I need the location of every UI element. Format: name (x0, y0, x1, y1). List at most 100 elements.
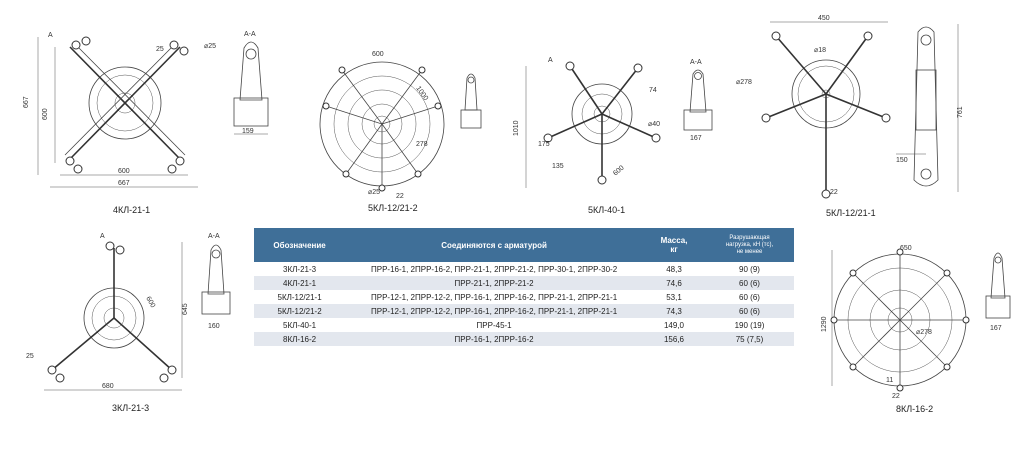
header-load-line3: не менее (736, 248, 763, 255)
section-5kl-12-21-2-a-a (456, 66, 486, 136)
dim-22: 22 (892, 393, 900, 400)
cell-designation: 3КЛ-21-3 (254, 262, 346, 276)
dim-167: 167 (690, 135, 702, 142)
section-4kl-a-a: A-A 159 (226, 30, 276, 140)
dim-650: 650 (900, 245, 912, 252)
header-breaking-load: Разрушающая нагрузка, кН (тс), не менее (705, 228, 794, 262)
dim-450: 450 (818, 15, 830, 22)
dim-22: 22 (396, 193, 404, 200)
dim-600-horizontal: 600 (118, 168, 130, 175)
dim-667-vertical: 667 (23, 96, 30, 108)
drawing-5kl-40-1: 1010 A 74 ⌀40 175 135 600 (512, 52, 672, 200)
dim-667-horizontal: 667 (118, 180, 130, 187)
cell-load: 75 (7,5) (705, 332, 794, 346)
table-row: 5КЛ-12/21-1 ПРР-12-1, 2ПРР-12-2, ПРР-16-… (254, 290, 794, 304)
dim-dia-18: ⌀18 (814, 47, 826, 54)
header-mass: Масса, кг (643, 228, 705, 262)
section-5kl-40-1-a-a: A-A 167 (678, 58, 718, 144)
caption-5kl-12-21-2: 5КЛ-12/21-2 (368, 203, 418, 213)
dim-dia-278: ⌀278 (736, 79, 752, 86)
section-8kl-16-2: 167 (982, 244, 1014, 334)
section-mark-a: A (100, 233, 105, 240)
dim-1000-radius: 1000 (414, 85, 429, 102)
dim-600-top: 600 (372, 51, 384, 58)
cell-load: 60 (6) (705, 276, 794, 290)
cell-mass: 156,6 (643, 332, 705, 346)
dim-1290: 1290 (821, 316, 828, 332)
header-mass-label: Масса, (660, 236, 688, 245)
cell-load: 90 (9) (705, 262, 794, 276)
dim-645: 645 (182, 303, 189, 315)
drawing-5kl-12-21-2: 600 1000 278 ⌀25 22 (312, 48, 452, 200)
table-row: 3КЛ-21-3 ПРР-16-1, 2ПРР-16-2, ПРР-21-1, … (254, 262, 794, 276)
drawing-8kl-16-2: 650 1290 ⌀278 11 22 (820, 236, 980, 402)
cell-mass: 48,3 (643, 262, 705, 276)
dim-74: 74 (649, 87, 657, 94)
header-fittings: Соединяются с арматурой (345, 228, 644, 262)
dim-22: 22 (830, 189, 838, 196)
cell-fittings: ПРР-12-1, 2ПРР-12-2, ПРР-16-1, 2ПРР-16-2… (345, 290, 644, 304)
dim-dia-25: ⌀25 (368, 189, 380, 196)
caption-5kl-40-1: 5КЛ-40-1 (588, 205, 626, 215)
section-mark-a: A (48, 32, 53, 39)
header-designation: Обозначение (254, 228, 346, 262)
section-3kl-21-3-a-a: A-A 160 (196, 232, 236, 332)
header-load-line1: Разрушающая (729, 234, 770, 241)
drawing-3kl-21-3: A 645 600 25 680 (22, 228, 194, 398)
cell-designation: 5КЛ-12/21-1 (254, 290, 346, 304)
table-row: 8КЛ-16-2 ПРР-16-1, 2ПРР-16-2 156,6 75 (7… (254, 332, 794, 346)
table-row: 5КЛ-40-1 ПРР-45-1 149,0 190 (19) (254, 318, 794, 332)
dim-761: 761 (957, 106, 964, 118)
dim-11: 11 (886, 377, 893, 384)
dim-175: 175 (538, 141, 550, 148)
cell-designation: 4КЛ-21-1 (254, 276, 346, 290)
dim-25: 25 (156, 46, 164, 53)
dim-dia-278: ⌀278 (916, 329, 932, 336)
caption-8kl-16-2: 8КЛ-16-2 (896, 404, 934, 414)
dim-dia-40: ⌀40 (648, 121, 660, 128)
caption-4kl-21-1: 4КЛ-21-1 (113, 205, 151, 215)
cell-load: 190 (19) (705, 318, 794, 332)
cell-designation: 5КЛ-12/21-2 (254, 304, 346, 318)
cell-load: 60 (6) (705, 304, 794, 318)
cell-mass: 53,1 (643, 290, 705, 304)
header-load-line2: нагрузка, кН (тс), (725, 241, 774, 248)
cell-designation: 8КЛ-16-2 (254, 332, 346, 346)
cell-fittings: ПРР-45-1 (345, 318, 644, 332)
caption-3kl-21-3: 3КЛ-21-3 (112, 403, 150, 413)
cell-fittings: ПРР-16-1, 2ПРР-16-2 (345, 332, 644, 346)
dim-600-diag: 600 (144, 296, 156, 310)
drawing-4kl-21-1: 667 600 A 25 ⌀25 600 667 (20, 25, 220, 197)
caption-5kl-12-21-1: 5КЛ-12/21-1 (826, 208, 876, 218)
cell-fittings: ПРР-21-1, 2ПРР-21-2 (345, 276, 644, 290)
dim-1010: 1010 (513, 120, 520, 136)
table-header-row: Обозначение Соединяются с арматурой Масс… (254, 228, 794, 262)
dim-167: 167 (990, 325, 1002, 332)
dim-600-vertical: 600 (42, 108, 49, 120)
header-mass-unit: кг (670, 245, 678, 254)
dim-150: 150 (896, 157, 908, 164)
dim-600: 600 (612, 164, 626, 177)
dim-135: 135 (552, 163, 564, 170)
dim-dia-25: ⌀25 (204, 43, 216, 50)
cell-fittings: ПРР-12-1, 2ПРР-12-2, ПРР-16-1, 2ПРР-16-2… (345, 304, 644, 318)
dim-25: 25 (26, 353, 34, 360)
dim-159: 159 (242, 128, 254, 135)
table-row: 5КЛ-12/21-2 ПРР-12-1, 2ПРР-12-2, ПРР-16-… (254, 304, 794, 318)
section-title: A-A (208, 233, 220, 240)
cell-mass: 74,6 (643, 276, 705, 290)
specification-table: Обозначение Соединяются с арматурой Масс… (254, 228, 794, 346)
dim-160: 160 (208, 323, 220, 330)
cell-mass: 74,3 (643, 304, 705, 318)
cell-designation: 5КЛ-40-1 (254, 318, 346, 332)
section-title: A-A (690, 59, 702, 66)
section-title: A-A (244, 31, 256, 38)
cell-load: 60 (6) (705, 290, 794, 304)
dim-680: 680 (102, 383, 114, 390)
drawing-5kl-12-21-1: 450 ⌀18 ⌀278 22 (736, 8, 912, 204)
cell-fittings: ПРР-16-1, 2ПРР-16-2, ПРР-21-1, 2ПРР-21-2… (345, 262, 644, 276)
table-row: 4КЛ-21-1 ПРР-21-1, 2ПРР-21-2 74,6 60 (6) (254, 276, 794, 290)
section-5kl-12-21-1: 761 150 (892, 20, 968, 196)
section-mark-a: A (548, 57, 553, 64)
cell-mass: 149,0 (643, 318, 705, 332)
